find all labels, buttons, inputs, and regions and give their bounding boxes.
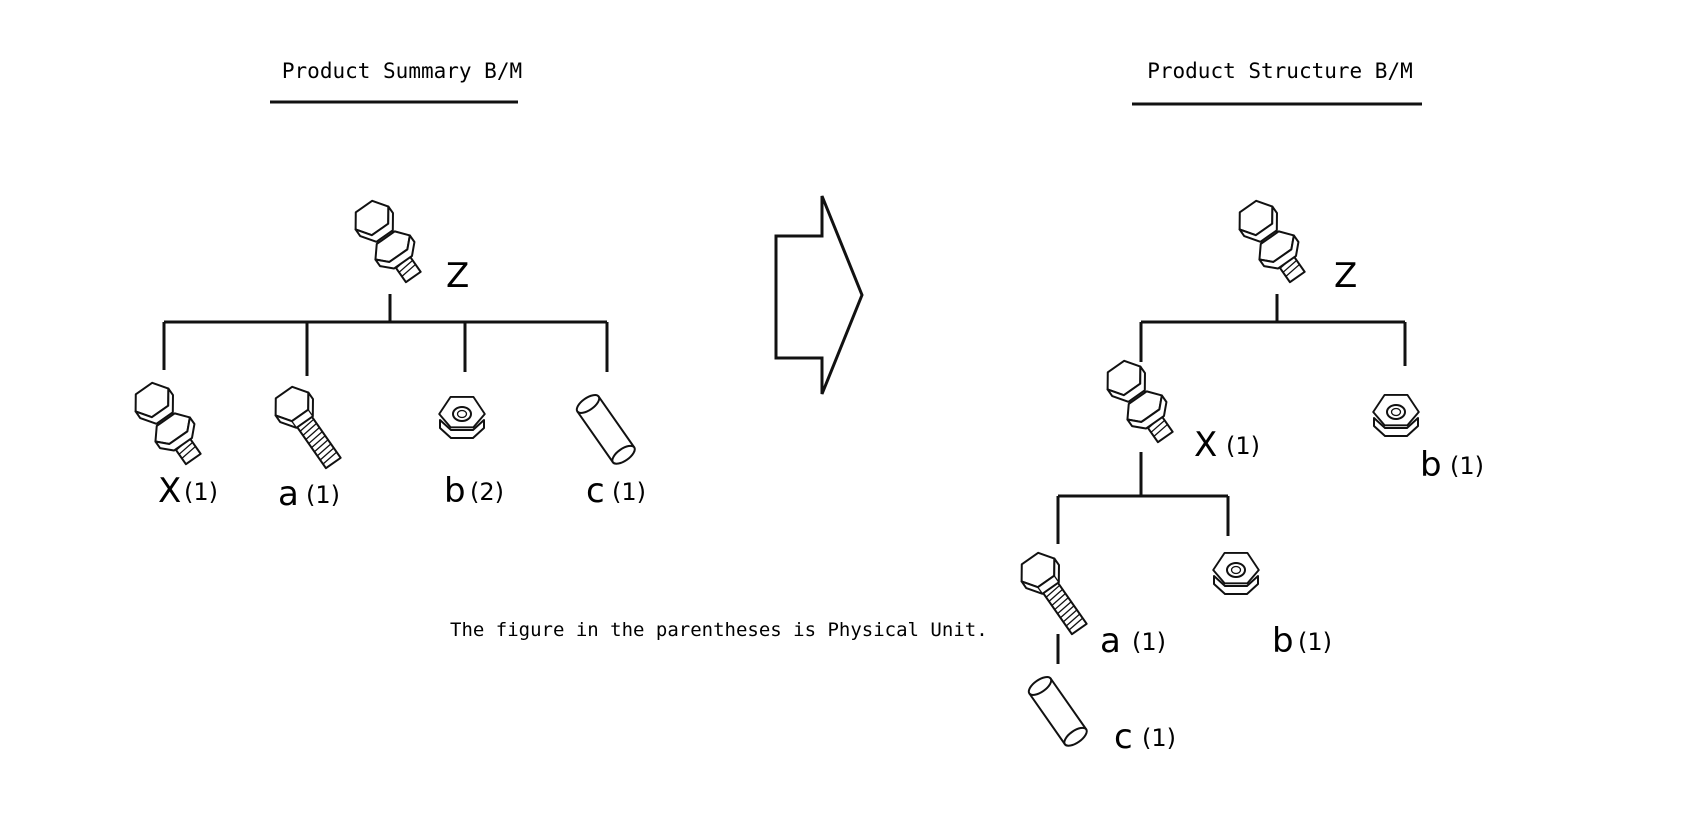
structure-x-label: X [1194, 425, 1217, 465]
structure-c-label: c [1114, 717, 1133, 757]
physical-unit-note: The figure in the parentheses is Physica… [450, 619, 988, 641]
summary-root-label: Z [446, 256, 469, 296]
summary-child-c-label: c [586, 471, 605, 511]
summary-child-x-assembly-icon [125, 375, 212, 473]
summary-child-b-nut-icon [438, 395, 486, 439]
structure-tree-lines [1056, 294, 1407, 664]
summary-child-a-bolt-icon [266, 380, 351, 476]
summary-child-c-qty: (1) [612, 478, 646, 506]
structure-b-top-nut-icon [1372, 393, 1420, 437]
structure-b-top-label: b [1420, 445, 1442, 485]
structure-b-nut-icon [1212, 551, 1260, 595]
summary-child-x-label: X [158, 471, 181, 511]
structure-x-qty: (1) [1226, 432, 1260, 460]
structure-title: Product Structure B/M [1147, 59, 1413, 83]
structure-root-label: Z [1334, 256, 1357, 296]
summary-title: Product Summary B/M [282, 59, 522, 83]
structure-a-label: a [1100, 621, 1121, 661]
right-arrow-icon [774, 195, 864, 395]
summary-child-b-qty: (2) [470, 478, 504, 506]
structure-x-assembly-icon [1097, 353, 1184, 451]
structure-root-assembly-icon [1229, 193, 1316, 291]
structure-b-top-qty: (1) [1450, 452, 1484, 480]
structure-c-qty: (1) [1142, 724, 1176, 752]
summary-child-c-pin-icon [572, 390, 639, 469]
summary-tree-lines [162, 294, 609, 376]
summary-root-assembly-icon [345, 193, 432, 291]
summary-child-a-label: a [278, 474, 299, 514]
structure-a-qty: (1) [1132, 628, 1166, 656]
structure-b-label: b [1272, 621, 1294, 661]
structure-a-bolt-icon [1012, 546, 1097, 642]
structure-c-pin-icon [1024, 672, 1091, 751]
summary-child-b-label: b [444, 471, 466, 511]
summary-child-a-qty: (1) [306, 481, 340, 509]
summary-child-x-qty: (1) [184, 478, 218, 506]
structure-b-qty: (1) [1298, 628, 1332, 656]
